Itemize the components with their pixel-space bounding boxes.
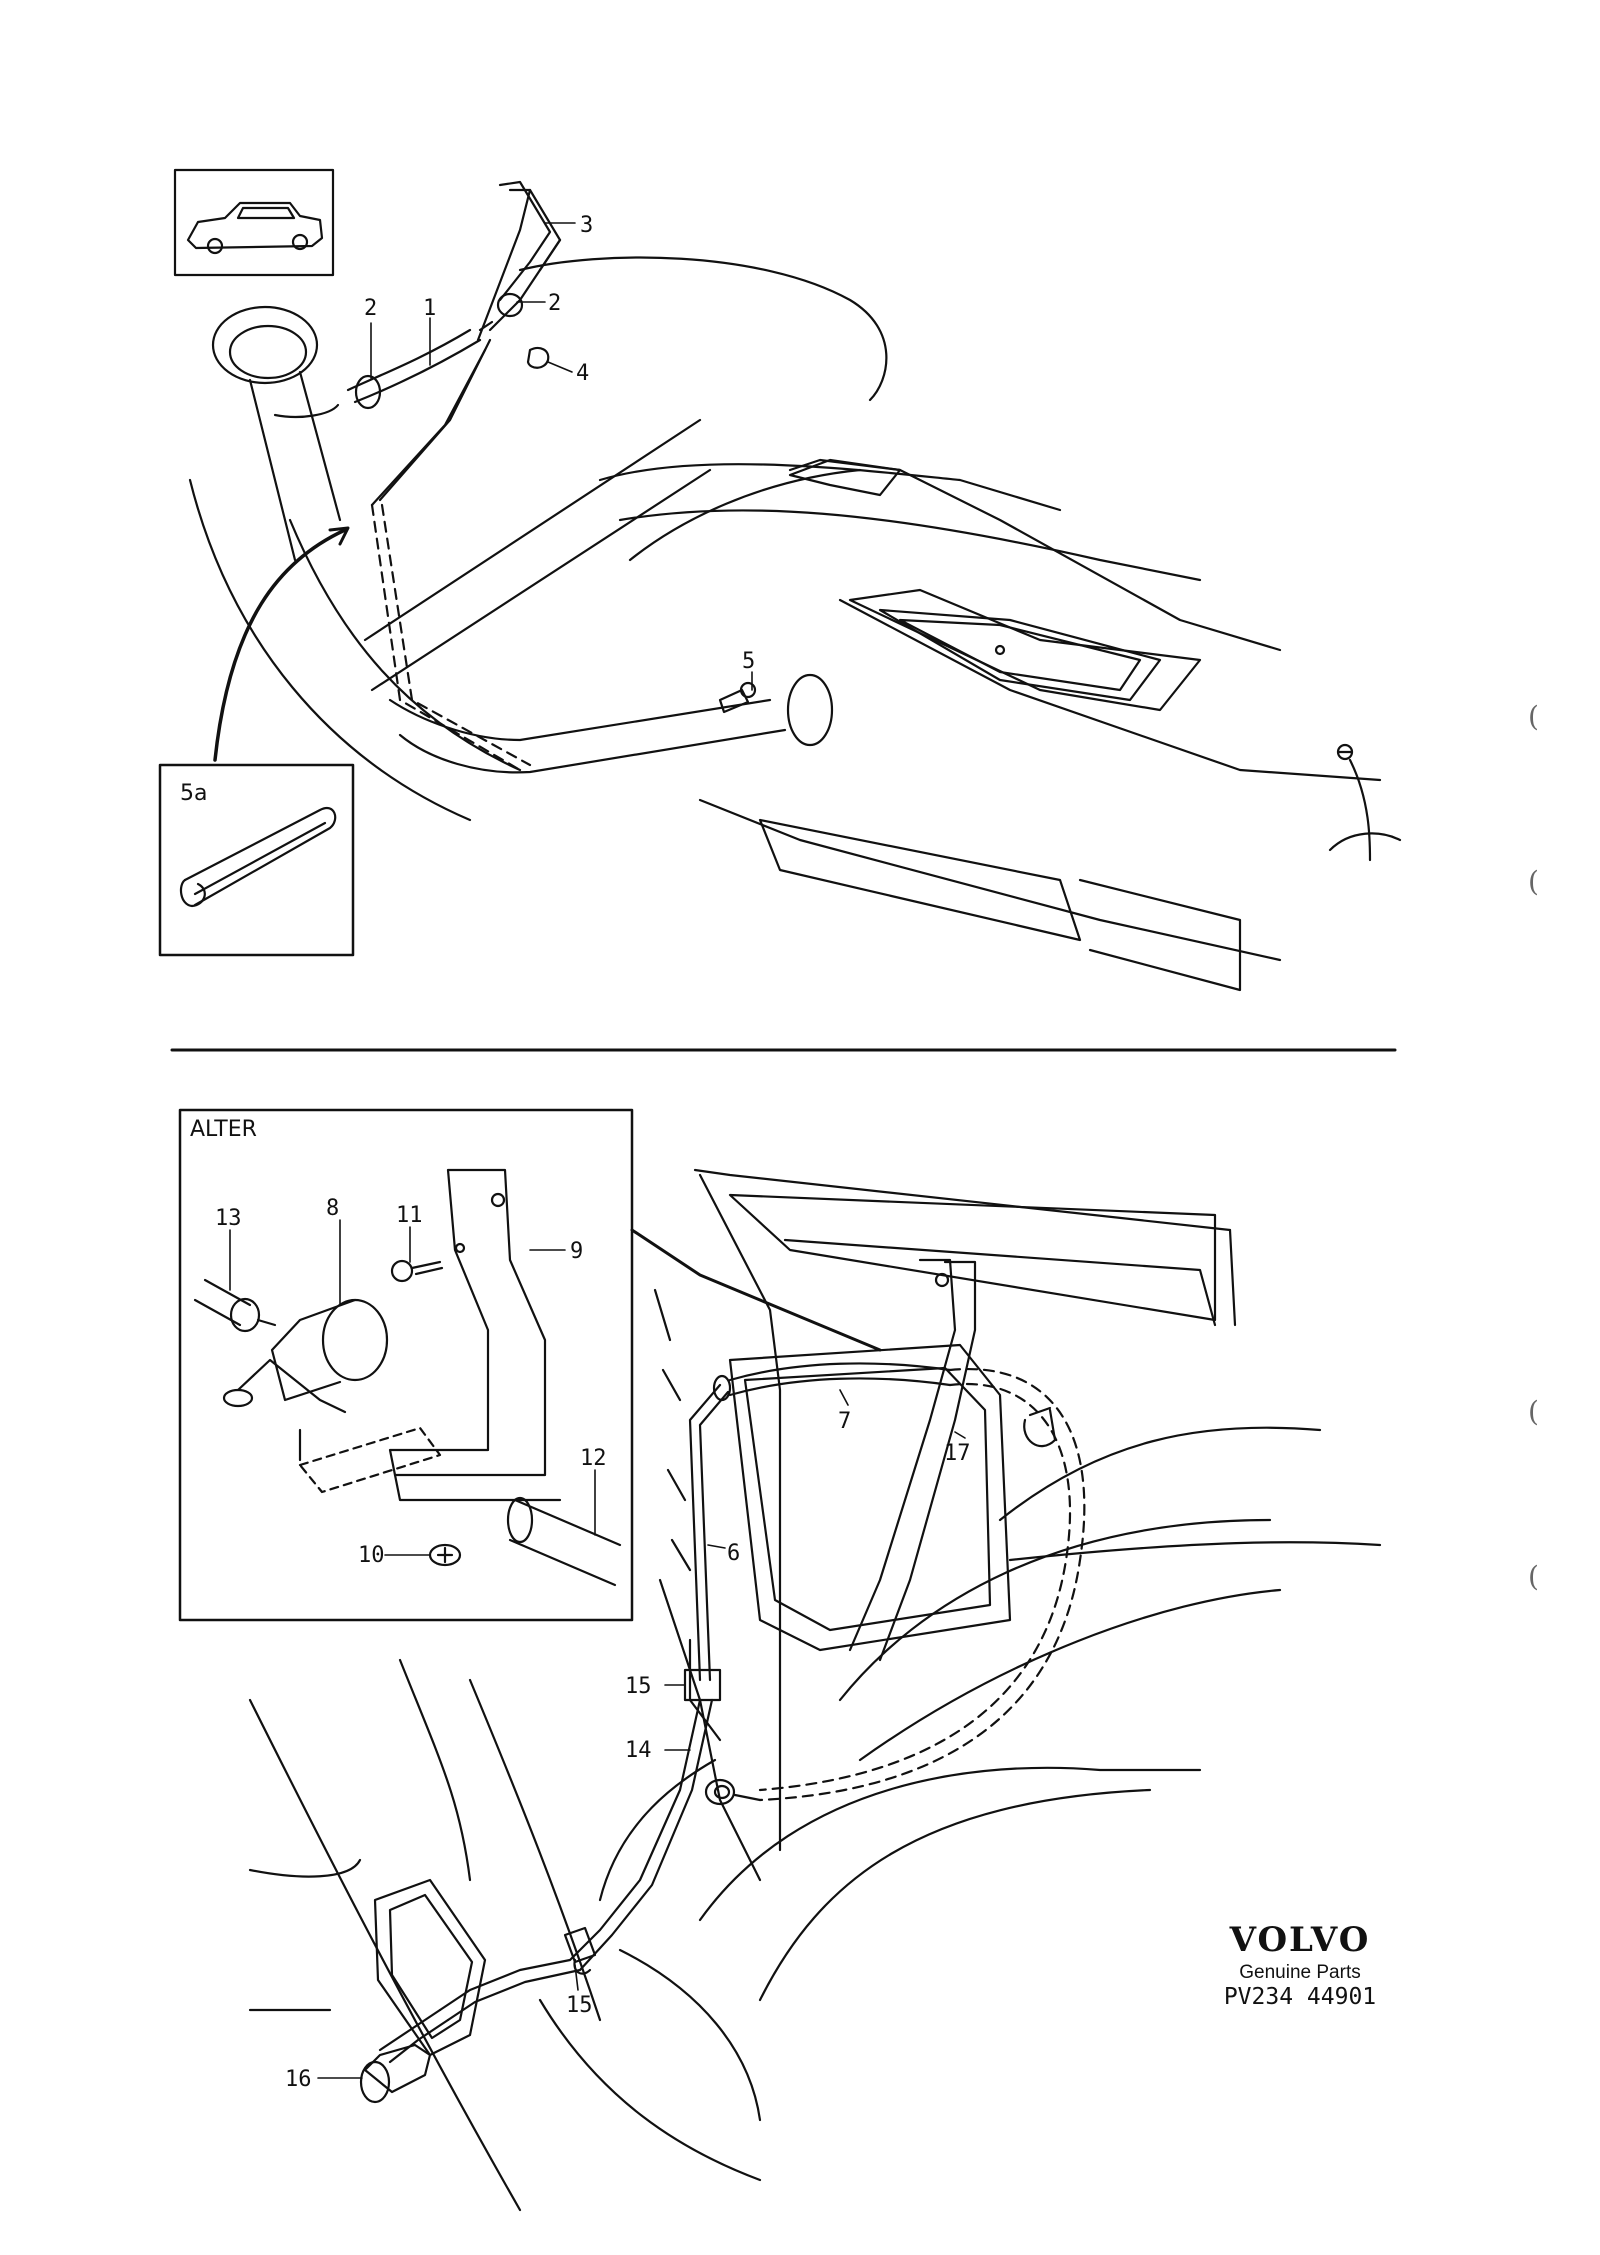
callout-3: 3 <box>580 213 593 238</box>
top-leaders <box>370 222 753 691</box>
callout-4: 4 <box>576 361 589 386</box>
callout-10: 10 <box>358 1543 385 1568</box>
top-assembly <box>188 180 1402 992</box>
callout-15b: 15 <box>566 1993 593 2018</box>
callout-15a: 15 <box>625 1674 652 1699</box>
callout-14: 14 <box>625 1738 652 1763</box>
callout-2a: 2 <box>364 296 377 321</box>
margin-mark: ( <box>1528 1560 1539 1593</box>
alter-pointer-line <box>630 1228 882 1352</box>
diagram-code: PV234 44901 <box>1223 1984 1377 2010</box>
margin-mark: ( <box>1528 1395 1539 1428</box>
callout-9: 9 <box>570 1239 583 1264</box>
margin-mark: ( <box>1528 865 1539 898</box>
callout-17: 17 <box>944 1441 971 1466</box>
bottom-assembly <box>248 1168 1382 2212</box>
callout-7: 7 <box>838 1409 851 1434</box>
car-thumbnail <box>173 168 335 277</box>
brand-tagline: Genuine Parts <box>1239 1962 1361 1983</box>
callout-5: 5 <box>742 649 755 674</box>
bottom-leaders <box>229 1219 966 2079</box>
callout-16: 16 <box>285 2067 312 2092</box>
alter-label: ALTER <box>190 1117 257 1142</box>
callout-1: 1 <box>423 296 436 321</box>
brand-block: VOLVO Genuine Parts PV234 44901 <box>1205 1920 1395 2010</box>
inset-5a-label: 5a <box>180 781 207 806</box>
callout-12: 12 <box>580 1446 607 1471</box>
callout-labels: 1 2 2 3 4 5 6 7 8 9 10 11 12 13 14 15 15… <box>215 213 971 2092</box>
callout-11: 11 <box>396 1203 423 1228</box>
inset-5a <box>158 763 355 957</box>
margin-mark: ( <box>1528 700 1539 733</box>
callout-8: 8 <box>326 1196 339 1221</box>
callout-13: 13 <box>215 1206 242 1231</box>
volvo-logo: VOLVO <box>1229 1920 1371 1960</box>
callout-2b: 2 <box>548 291 561 316</box>
callout-6: 6 <box>727 1541 740 1566</box>
alter-inset <box>178 1108 634 1622</box>
